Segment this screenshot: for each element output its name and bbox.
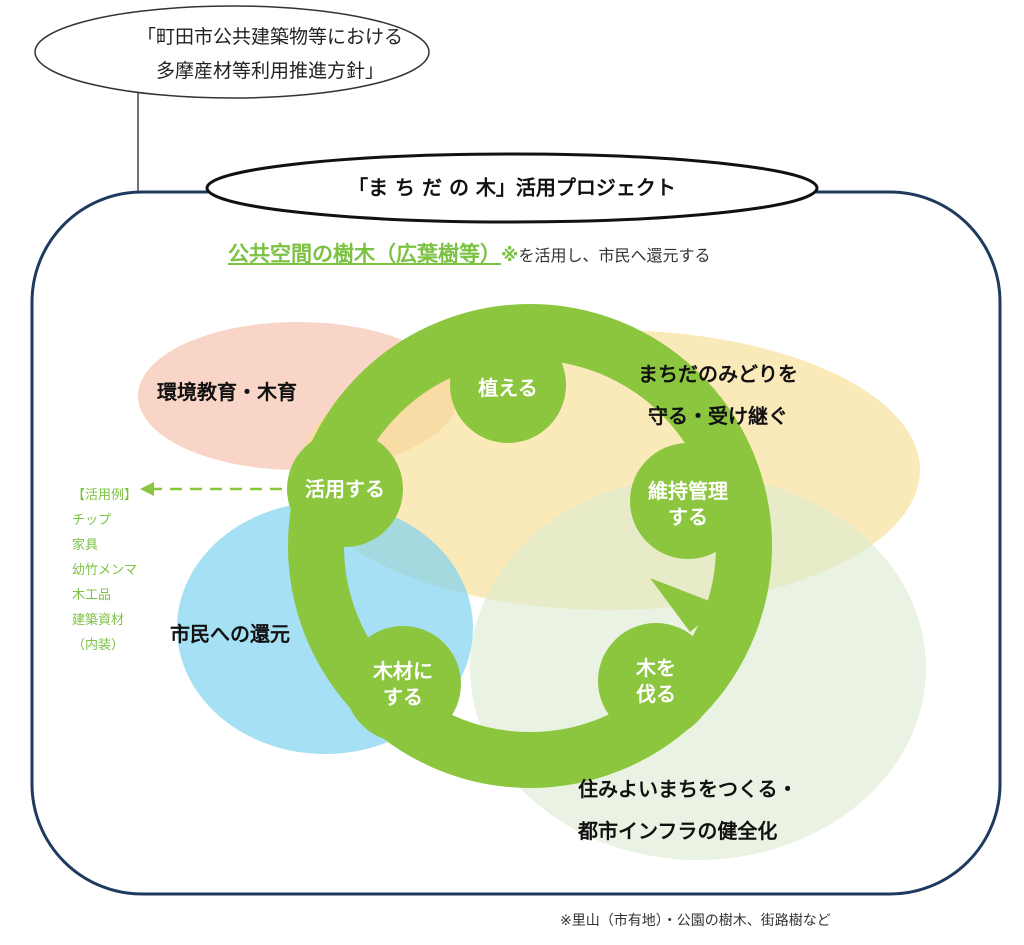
node-lumber — [345, 626, 461, 742]
node-cut-line2: 伐る — [636, 682, 676, 706]
top-note-ellipse — [34, 5, 430, 99]
area-citizens-label: 市民への還元 — [170, 622, 290, 646]
examples-arrow-head — [140, 482, 154, 496]
area-education-label: 環境教育・木育 — [157, 380, 297, 404]
area-greenery-label: まちだのみどりを 守る・受け継ぐ — [638, 353, 798, 437]
area-greenery-line2: 守る・受け継ぐ — [648, 404, 788, 428]
subtitle-rest: を活用し、市民へ還元する — [518, 246, 711, 265]
node-lumber-line2: する — [383, 685, 423, 709]
node-use-label: 活用する — [305, 477, 385, 501]
top-note-line1: 「町田市公共建築物等における — [136, 26, 404, 48]
examples-item: 家具 — [72, 538, 99, 553]
area-infrastructure-line1: 住みよいまちをつくる・ — [578, 777, 798, 801]
project-title-ellipse — [205, 152, 819, 224]
node-lumber-label: 木材に する — [373, 658, 433, 710]
node-maintain-line2: する — [668, 505, 708, 529]
node-plant-label: 植える — [478, 376, 538, 400]
examples-list: 【活用例】 チップ 家具 幼竹メンマ 木工品 建築資材 （内装） — [72, 483, 137, 658]
node-maintain — [630, 443, 746, 559]
examples-item: 幼竹メンマ — [72, 563, 138, 578]
area-infrastructure-label: 住みよいまちをつくる・ 都市インフラの健全化 — [578, 768, 798, 852]
examples-item: チップ — [72, 513, 112, 528]
node-lumber-line1: 木材に — [373, 659, 433, 683]
examples-item: 木工品 — [72, 588, 112, 603]
cycle-arrow-head — [650, 578, 722, 632]
subtitle-mark: ※ — [501, 245, 519, 266]
node-cut-line1: 木を — [636, 656, 676, 680]
node-cut-label: 木を 伐る — [636, 655, 676, 707]
area-greenery-line1: まちだのみどりを — [638, 362, 798, 386]
footnote: ※里山（市有地）・公園の樹木、街路樹など — [560, 913, 831, 929]
node-cut — [598, 623, 714, 739]
top-note-line2: 多摩産材等利用推進方針」 — [155, 60, 385, 82]
project-subtitle: 公共空間の樹木（広葉樹等）※を活用し、市民へ還元する — [228, 238, 711, 268]
subtitle-highlight: 公共空間の樹木（広葉樹等） — [228, 242, 501, 266]
node-maintain-line1: 維持管理 — [648, 479, 728, 503]
top-note-text: 「町田市公共建築物等における 多摩産材等利用推進方針」 — [137, 20, 403, 88]
project-title: 「ま ち だ の 木」活用プロジェクト — [348, 175, 676, 200]
area-infrastructure-line2: 都市インフラの健全化 — [578, 819, 778, 843]
examples-item: 建築資材 — [72, 613, 125, 628]
examples-item: （内装） — [72, 638, 125, 653]
node-plant — [450, 327, 566, 443]
node-maintain-label: 維持管理 する — [648, 478, 728, 530]
node-use — [287, 431, 403, 547]
examples-title: 【活用例】 — [72, 488, 138, 503]
